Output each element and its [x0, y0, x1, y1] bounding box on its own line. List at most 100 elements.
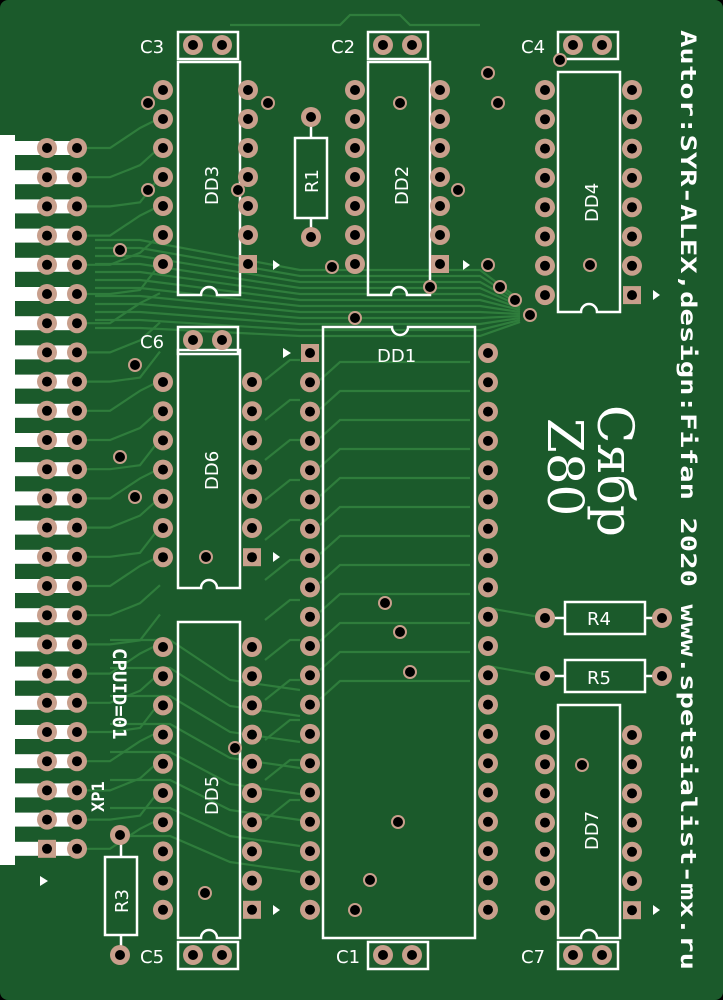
trace	[319, 650, 470, 671]
drill-hole	[483, 904, 493, 915]
trace	[264, 558, 300, 581]
drill-hole	[483, 582, 493, 593]
drill-hole	[42, 639, 52, 650]
trace	[95, 254, 521, 305]
pin1-marker-icon	[273, 260, 280, 270]
pin1-marker-icon	[273, 905, 280, 915]
drill-hole	[627, 905, 637, 916]
drill-hole	[350, 85, 360, 95]
via	[555, 55, 565, 65]
trace	[264, 478, 300, 501]
drill-hole	[540, 788, 550, 799]
drill-hole	[158, 700, 168, 711]
pin1-marker-icon	[653, 905, 660, 915]
drill-hole	[72, 668, 82, 679]
drill-hole	[158, 788, 168, 798]
drill-hole	[158, 846, 168, 857]
drill-hole	[627, 172, 637, 183]
drill-hole	[597, 950, 607, 960]
via	[200, 888, 210, 898]
drill-hole	[306, 112, 316, 122]
trace	[110, 694, 301, 744]
author-text: Autor:SYR-ALEX,design:Fifan 2020 www.spe…	[676, 30, 700, 970]
c2-outline	[366, 30, 430, 61]
via	[425, 282, 435, 292]
drill-hole	[350, 201, 360, 211]
drill-hole	[540, 260, 550, 271]
via	[510, 295, 520, 305]
drill-hole	[627, 114, 637, 125]
drill-hole	[483, 611, 493, 622]
via	[115, 245, 125, 255]
trace	[77, 146, 161, 179]
drill-hole	[305, 435, 315, 446]
drill-hole	[540, 905, 550, 916]
label-DD7: DD7	[582, 811, 603, 850]
edge-connector-fingers	[12, 141, 74, 886]
c3-outline	[176, 30, 240, 61]
drill-hole	[42, 230, 52, 241]
drill-hole	[42, 172, 52, 183]
trace	[77, 555, 161, 588]
drill-hole	[158, 493, 168, 504]
trace	[230, 13, 480, 27]
trace	[77, 350, 161, 383]
pads	[37, 35, 672, 965]
label-C1: C1	[336, 947, 360, 968]
drill-hole	[247, 817, 257, 828]
trace	[95, 238, 521, 301]
drill-hole	[627, 759, 637, 770]
title-line-2: Z80	[536, 418, 594, 516]
drill-hole	[247, 464, 257, 475]
c1-outline	[366, 940, 430, 971]
via	[585, 260, 595, 270]
label-C2: C2	[331, 37, 355, 58]
drill-hole	[483, 494, 493, 505]
drill-hole	[72, 143, 82, 153]
drill-hole	[158, 435, 168, 446]
drill-hole	[243, 85, 253, 95]
trace	[77, 233, 161, 266]
drill-hole	[158, 172, 168, 182]
via	[395, 98, 405, 108]
drill-hole	[217, 40, 227, 50]
drill-hole	[305, 377, 315, 388]
trace	[77, 613, 161, 646]
drill-hole	[627, 817, 637, 828]
pin1-marker-icon	[40, 876, 48, 886]
label-DD2: DD2	[392, 166, 413, 205]
dd6-outline	[176, 348, 242, 590]
trace	[77, 788, 161, 821]
drill-hole	[72, 843, 82, 854]
drill-hole	[435, 201, 445, 211]
drill-hole	[657, 613, 667, 623]
trace	[264, 598, 300, 621]
drill-hole	[540, 202, 550, 213]
drill-hole	[350, 143, 360, 153]
drill-hole	[247, 700, 257, 711]
drill-hole	[483, 846, 493, 857]
drill-hole	[627, 876, 637, 886]
drill-hole	[540, 290, 550, 301]
drill-hole	[158, 464, 168, 475]
drill-hole	[305, 699, 315, 710]
trace	[95, 310, 521, 326]
label-DD6: DD6	[202, 451, 223, 490]
drill-hole	[72, 259, 82, 270]
drill-hole	[483, 875, 493, 886]
trace	[77, 117, 161, 150]
drill-hole	[247, 758, 257, 769]
drill-hole	[540, 876, 550, 886]
trace	[77, 467, 161, 500]
drill-hole	[305, 348, 315, 358]
via	[115, 452, 125, 462]
c6-outline	[176, 325, 240, 356]
via	[350, 905, 360, 915]
trace	[264, 718, 300, 741]
cpuid-text: CPUID=01	[108, 648, 130, 740]
trace	[95, 318, 521, 332]
drill-hole	[597, 40, 607, 50]
drill-hole	[217, 335, 227, 345]
trace	[77, 496, 161, 529]
drill-hole	[42, 727, 52, 737]
